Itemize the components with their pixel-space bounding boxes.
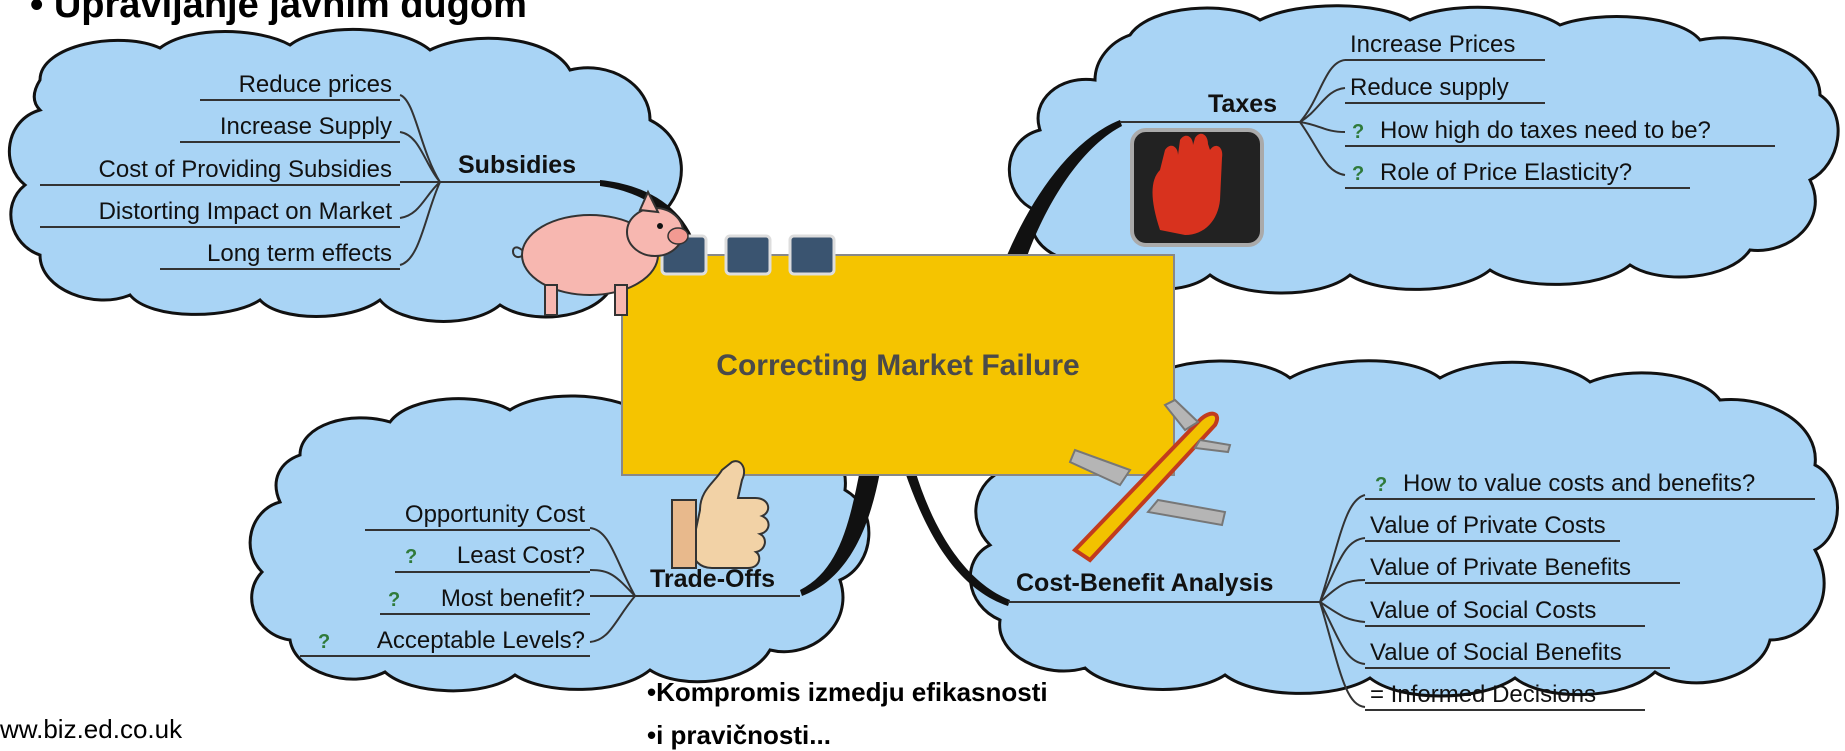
- subsidies-item-5[interactable]: Long term effects: [207, 240, 392, 267]
- branch-cba[interactable]: Cost-Benefit Analysis: [1016, 569, 1273, 597]
- taxes-item-1[interactable]: Increase Prices: [1350, 31, 1515, 58]
- taxes-fan: [1299, 59, 1346, 176]
- cba-items: ? How to value costs and benefits? Value…: [1365, 470, 1815, 711]
- center-topic-box[interactable]: [621, 254, 1175, 476]
- taxes-items: Increase Prices Reduce supply ? How high…: [1345, 31, 1775, 189]
- caption-line-1: •Kompromis izmedju efikasnosti: [647, 677, 1048, 707]
- cba-item-6[interactable]: = Informed Decisions: [1370, 681, 1596, 708]
- connector-taxes: [1005, 120, 1122, 262]
- tradeoffs-question-icon-3: ?: [318, 631, 330, 653]
- pig-icon: [512, 189, 689, 316]
- tradeoffs-item-4[interactable]: Acceptable Levels?: [377, 627, 585, 654]
- taxes-item-3[interactable]: How high do taxes need to be?: [1380, 117, 1711, 144]
- tradeoffs-question-icon-1: ?: [405, 546, 417, 568]
- subsidies-item-2[interactable]: Increase Supply: [220, 113, 392, 140]
- tradeoffs-fan: [589, 527, 636, 643]
- subsidies-item-4[interactable]: Distorting Impact on Market: [99, 198, 393, 225]
- tradeoffs-item-1[interactable]: Opportunity Cost: [405, 501, 585, 528]
- cba-question-icon-1: ?: [1375, 474, 1387, 496]
- caption-line-2: •i pravičnosti...: [647, 720, 831, 750]
- connector-tradeoffs: [800, 470, 880, 596]
- thumbs-up-icon: [671, 460, 770, 569]
- taxes-item-4[interactable]: Role of Price Elasticity?: [1380, 159, 1632, 186]
- source-url: ww.biz.ed.co.uk: [0, 714, 183, 744]
- tradeoffs-items: Opportunity Cost ? Least Cost? ? Most be…: [300, 501, 590, 657]
- cba-item-2[interactable]: Value of Private Costs: [1370, 512, 1606, 539]
- subsidies-item-1[interactable]: Reduce prices: [239, 71, 392, 98]
- tradeoffs-question-icon-2: ?: [388, 589, 400, 611]
- taxes-question-icon-1: ?: [1352, 121, 1364, 143]
- taxes-question-icon-2: ?: [1352, 163, 1364, 185]
- tradeoffs-item-3[interactable]: Most benefit?: [441, 585, 585, 612]
- stop-hand-icon: [1130, 128, 1264, 247]
- slide-heading: • Upravljanje javnim dugom: [30, 0, 527, 26]
- cba-item-4[interactable]: Value of Social Costs: [1370, 597, 1596, 624]
- connector-cba: [905, 470, 1010, 606]
- subsidies-items: Reduce prices Increase Supply Cost of Pr…: [40, 71, 400, 270]
- tradeoffs-item-2[interactable]: Least Cost?: [457, 542, 585, 569]
- airplane-icon: [1068, 398, 1232, 563]
- cba-item-3[interactable]: Value of Private Benefits: [1370, 554, 1631, 581]
- cba-item-5[interactable]: Value of Social Benefits: [1370, 639, 1622, 666]
- center-marker-3: [788, 234, 836, 276]
- branch-tradeoffs[interactable]: Trade-Offs: [650, 565, 775, 593]
- subsidies-fan: [399, 94, 441, 266]
- subsidies-item-3[interactable]: Cost of Providing Subsidies: [99, 156, 392, 183]
- center-marker-2: [724, 234, 772, 276]
- cba-item-1[interactable]: How to value costs and benefits?: [1403, 470, 1755, 497]
- center-topic: Correcting Market Failure: [716, 349, 1079, 382]
- branch-subsidies[interactable]: Subsidies: [458, 151, 576, 179]
- branch-taxes[interactable]: Taxes: [1208, 90, 1277, 118]
- taxes-item-2[interactable]: Reduce supply: [1350, 74, 1509, 101]
- cba-fan: [1319, 494, 1366, 708]
